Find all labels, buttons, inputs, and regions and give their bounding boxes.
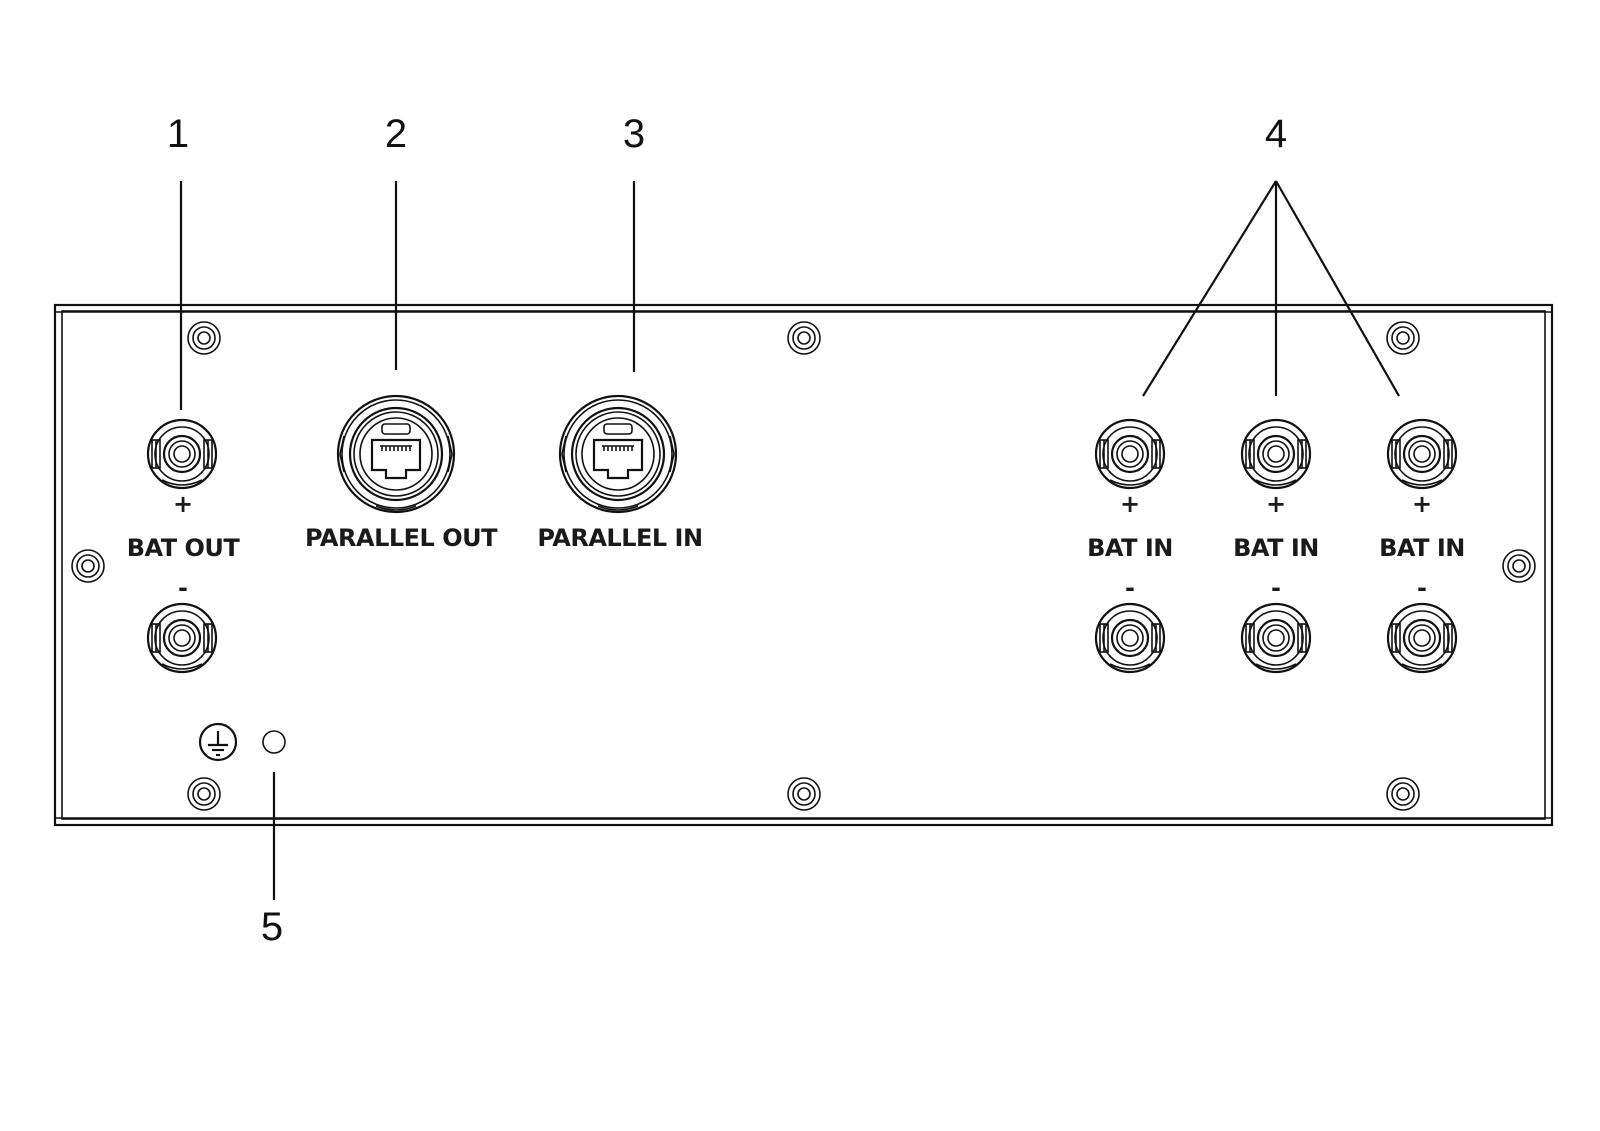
bat-in-3-minus-sign: - <box>1417 574 1427 602</box>
bat-out-minus-sign: - <box>178 574 188 602</box>
bat-out-positive-terminal[interactable] <box>146 418 218 490</box>
bat-in-2-label: BAT IN <box>1233 534 1319 562</box>
bat-in-group-3: + BAT IN - <box>1379 418 1465 674</box>
callout-4: 4 <box>1265 112 1287 156</box>
bat-in-3-positive-terminal[interactable] <box>1386 418 1458 490</box>
screw-icon <box>1386 777 1420 811</box>
callout-2: 2 <box>385 112 407 156</box>
parallel-out-label: PARALLEL OUT <box>305 524 498 552</box>
callout-5: 5 <box>261 905 283 949</box>
bat-out-label: BAT OUT <box>127 534 241 562</box>
bat-out-negative-terminal[interactable] <box>146 602 218 674</box>
leader-lines <box>179 180 1400 900</box>
bat-in-2-plus-sign: + <box>1266 490 1286 518</box>
bat-in-3-label: BAT IN <box>1379 534 1465 562</box>
bat-in-1-label: BAT IN <box>1087 534 1173 562</box>
screw-icon <box>1386 321 1420 355</box>
ground-symbol-icon <box>198 722 238 762</box>
ground-stud[interactable] <box>262 730 286 754</box>
rj45-port-icon[interactable] <box>336 394 456 514</box>
mounting-screws <box>71 321 1536 811</box>
bat-in-2-negative-terminal[interactable] <box>1240 602 1312 674</box>
bat-in-2-minus-sign: - <box>1271 574 1281 602</box>
screw-icon <box>1502 549 1536 583</box>
screw-icon <box>187 777 221 811</box>
front-panel <box>53 303 1554 827</box>
bat-in-2-positive-terminal[interactable] <box>1240 418 1312 490</box>
screw-icon <box>787 321 821 355</box>
callout-1: 1 <box>167 112 189 156</box>
bat-in-1-positive-terminal[interactable] <box>1094 418 1166 490</box>
bat-out-group: + BAT OUT - <box>127 418 241 674</box>
parallel-out-group: PARALLEL OUT <box>305 394 499 552</box>
screw-icon <box>71 549 105 583</box>
screw-icon <box>187 321 221 355</box>
bat-in-1-negative-terminal[interactable] <box>1094 602 1166 674</box>
bat-in-group-2: + BAT IN - <box>1233 418 1319 674</box>
bat-in-1-plus-sign: + <box>1120 490 1140 518</box>
parallel-in-label: PARALLEL IN <box>537 524 702 552</box>
bat-in-3-plus-sign: + <box>1412 490 1432 518</box>
rj45-port-icon[interactable] <box>558 394 678 514</box>
bat-in-group-1: + BAT IN - <box>1087 418 1173 674</box>
screw-icon <box>787 777 821 811</box>
parallel-in-group: PARALLEL IN <box>537 394 703 552</box>
bat-in-1-minus-sign: - <box>1125 574 1135 602</box>
bat-in-3-negative-terminal[interactable] <box>1386 602 1458 674</box>
callout-3: 3 <box>623 112 645 156</box>
bat-out-plus-sign: + <box>173 490 193 518</box>
